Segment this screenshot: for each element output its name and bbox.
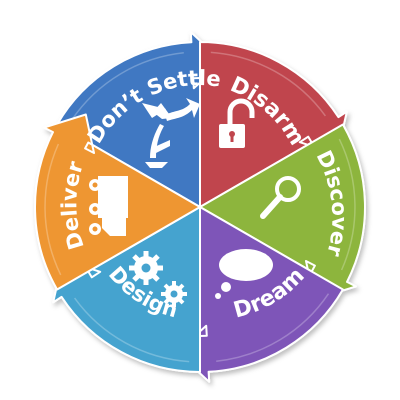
ring-segment-design-highlight	[73, 297, 190, 363]
ring-segment-dream-highlight	[216, 293, 330, 362]
ring-segment-dont-settle-highlight	[70, 52, 184, 121]
signpost-icon	[142, 98, 200, 168]
magnifying-glass-icon	[260, 176, 301, 219]
unlocked-padlock-icon	[219, 98, 255, 148]
ring-segment-deliver-highlight	[44, 143, 62, 276]
delivery-truck-icon	[89, 176, 128, 236]
ring-segment-discover-highlight	[338, 138, 356, 271]
thought-bubble-icon	[215, 249, 273, 299]
ring-segment-disarm-highlight	[210, 51, 327, 117]
gears-icon	[129, 251, 187, 307]
